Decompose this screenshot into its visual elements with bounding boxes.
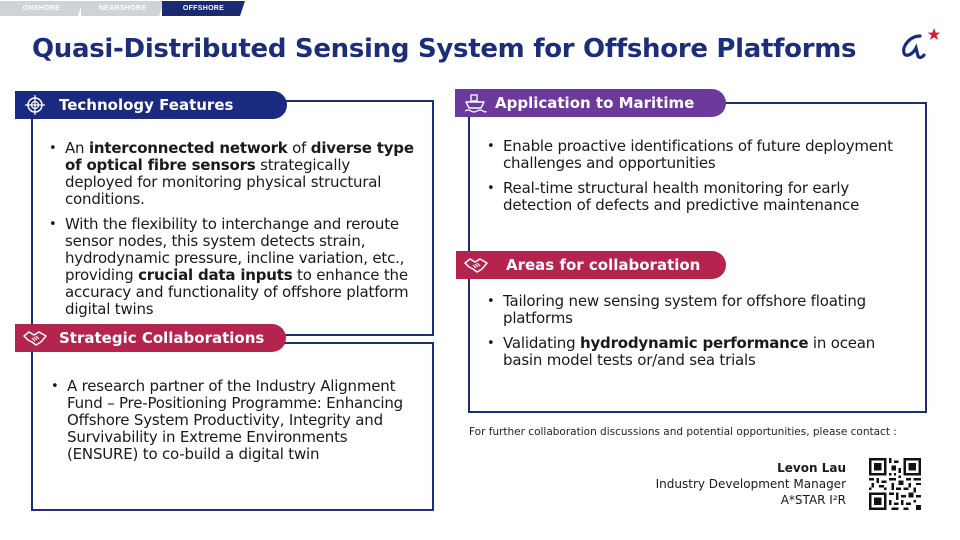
tab-offshore[interactable]: OFFSHORE bbox=[162, 1, 245, 16]
contact-org: A*STAR I²R bbox=[780, 493, 846, 507]
handshake-icon bbox=[462, 251, 490, 279]
tech-features-list: An interconnected network of diverse typ… bbox=[47, 140, 417, 326]
page-title: Quasi-Distributed Sensing System for Off… bbox=[32, 34, 857, 64]
list-item: With the flexibility to interchange and … bbox=[47, 216, 417, 318]
list-item: Enable proactive identifications of futu… bbox=[485, 138, 910, 172]
contact-role: Industry Development Manager bbox=[655, 477, 846, 491]
strategic-heading: Strategic Collaborations bbox=[15, 324, 286, 352]
maritime-heading: Application to Maritime bbox=[455, 89, 726, 117]
contact-name: Levon Lau bbox=[777, 461, 846, 475]
tab-onshore[interactable]: ONSHORE bbox=[0, 1, 83, 16]
strategic-list: A research partner of the Industry Align… bbox=[49, 378, 414, 471]
qr-code-icon[interactable] bbox=[869, 458, 921, 510]
target-crosshair-icon bbox=[21, 91, 49, 119]
astar-logo-icon bbox=[902, 28, 941, 59]
contact-block: Levon Lau Industry Development Manager A… bbox=[656, 460, 846, 508]
areas-heading: Areas for collaboration bbox=[456, 251, 726, 279]
list-item: Real-time structural health monitoring f… bbox=[485, 180, 910, 214]
handshake-icon bbox=[21, 324, 49, 352]
contact-intro: For further collaboration discussions an… bbox=[469, 426, 897, 438]
list-item: Tailoring new sensing system for offshor… bbox=[485, 293, 910, 327]
list-item: A research partner of the Industry Align… bbox=[49, 378, 414, 463]
maritime-list: Enable proactive identifications of futu… bbox=[485, 138, 910, 222]
tech-features-heading: Technology Features bbox=[15, 91, 287, 119]
tab-nearshore[interactable]: NEARSHORE bbox=[81, 1, 164, 16]
list-item: Validating hydrodynamic performance in o… bbox=[485, 335, 910, 369]
areas-list: Tailoring new sensing system for offshor… bbox=[485, 293, 910, 377]
list-item: An interconnected network of diverse typ… bbox=[47, 140, 417, 208]
ship-icon bbox=[461, 89, 489, 117]
